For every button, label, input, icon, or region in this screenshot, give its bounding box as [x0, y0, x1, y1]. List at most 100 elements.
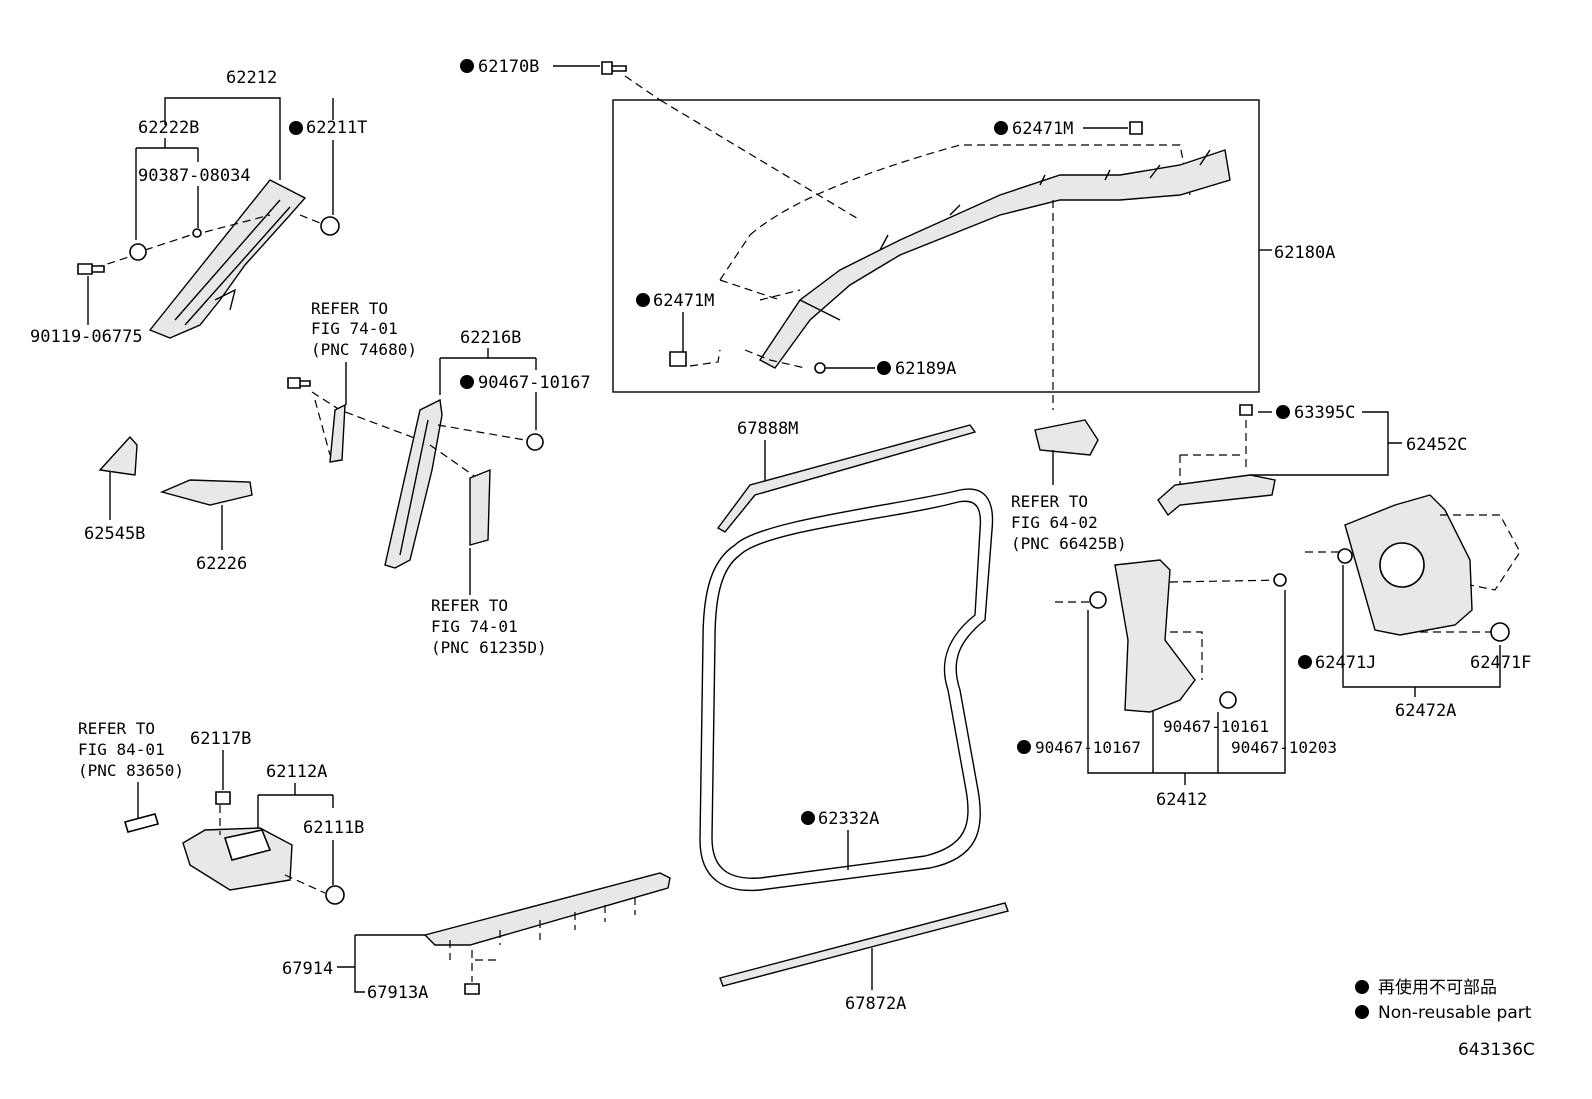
group-62332A: 62332A: [699, 488, 994, 892]
label-67872A: 67872A: [845, 994, 906, 1014]
clip-icon: [669, 351, 687, 367]
label-90467-10161: 90467-10161: [1163, 717, 1269, 736]
group-62212: 62212 62222B 62211T 90387-08034 90119-06…: [30, 68, 367, 347]
label-62222B: 62222B: [138, 118, 199, 138]
non-reusable-dot-icon: [1355, 980, 1369, 994]
ref-74680-line2: FIG 74-01: [311, 319, 398, 338]
clip-icon: [464, 983, 480, 995]
clip-icon: [526, 433, 544, 451]
ref-61235D-line3: (PNC 61235D): [431, 638, 547, 657]
ref-61235D-line1: REFER TO: [431, 596, 508, 615]
label-67913A: 67913A: [367, 983, 428, 1003]
curtain-airbag: [758, 149, 1231, 369]
bolt-icon: [601, 61, 627, 75]
label-90119-06775: 90119-06775: [30, 327, 143, 347]
roof-weatherstrip: [716, 424, 977, 533]
speaker-grille: [1379, 542, 1425, 588]
label-62180A: 62180A: [1274, 243, 1335, 263]
label-90467-10167-b: 90467-10167: [1035, 738, 1141, 757]
legend: 再使用不可部品 Non-reusable part 643136C: [1355, 977, 1535, 1060]
ref-61235D-line2: FIG 74-01: [431, 617, 518, 636]
bracket: [329, 403, 346, 463]
cowl-panel: [223, 829, 272, 861]
bracket: [469, 468, 491, 546]
ref-83650-line3: (PNC 83650): [78, 761, 184, 780]
non-reusable-dot-icon: [801, 811, 815, 825]
label-62170B: 62170B: [478, 57, 539, 77]
label-62452C: 62452C: [1406, 435, 1467, 455]
clip-icon: [1239, 404, 1253, 416]
clip-icon: [814, 362, 826, 374]
non-reusable-dot-icon: [1276, 405, 1290, 419]
clip-icon: [1273, 573, 1287, 587]
label-63395C: 63395C: [1294, 403, 1355, 423]
label-67914: 67914: [282, 959, 333, 979]
non-reusable-dot-icon: [1298, 655, 1312, 669]
label-62212: 62212: [226, 68, 277, 88]
label-62412: 62412: [1156, 790, 1207, 810]
door-sill-weatherstrip-67872A: [719, 902, 1009, 987]
trim-62452C: [1157, 474, 1276, 517]
label-62226: 62226: [196, 554, 247, 574]
group-67914: 67914 67913A: [282, 872, 671, 1003]
clip-icon: [320, 216, 340, 236]
clip-icon: [1129, 121, 1143, 135]
legend-text-en: Non-reusable part: [1378, 1003, 1532, 1023]
label-90467-10167-a: 90467-10167: [478, 373, 591, 393]
label-62471M-top: 62471M: [1012, 119, 1073, 139]
group-67888M: 67888M: [716, 419, 977, 533]
non-reusable-dot-icon: [994, 121, 1008, 135]
label-90467-10203: 90467-10203: [1231, 738, 1337, 757]
group-67872A: 67872A: [719, 902, 1009, 1014]
pin-icon: [123, 813, 160, 833]
clip-icon: [1337, 548, 1353, 564]
label-62332A: 62332A: [818, 809, 879, 829]
non-reusable-dot-icon: [289, 121, 303, 135]
label-62471F: 62471F: [1470, 653, 1531, 673]
group-62112A: REFER TO FIG 84-01 (PNC 83650) 62117B 62…: [78, 719, 364, 905]
group-62412: 90467-10161 90467-10167 90467-10203 6241…: [1017, 559, 1337, 810]
label-62189A: 62189A: [895, 359, 956, 379]
label-62117B: 62117B: [190, 729, 251, 749]
group-62180A: 62471M 62180A 62471M 62189A: [612, 99, 1335, 410]
label-62112A: 62112A: [266, 762, 327, 782]
clip-icon: [325, 885, 345, 905]
clip-icon: [1219, 691, 1237, 709]
bolt-icon: [77, 263, 105, 275]
ref-66425B-line3: (PNC 66425B): [1011, 534, 1127, 553]
clip-icon: [1490, 622, 1510, 642]
c-pillar-trim-62412: [1114, 559, 1196, 713]
ref-74680-line1: REFER TO: [311, 299, 388, 318]
group-ref-66425B: REFER TO FIG 64-02 (PNC 66425B): [1011, 419, 1127, 553]
non-reusable-dot-icon: [877, 361, 891, 375]
label-62216B: 62216B: [460, 328, 521, 348]
clip-icon: [1089, 591, 1107, 609]
ref-83650-line2: FIG 84-01: [78, 740, 165, 759]
group-62452C: 63395C 62452C: [1157, 403, 1467, 517]
group-62545B-62226: 62545B 62226: [84, 435, 253, 574]
scuff-plate-67914: [423, 872, 671, 946]
label-67888M: 67888M: [737, 419, 798, 439]
group-62472A: 62471J 62471F 62472A: [1298, 494, 1531, 721]
label-62472A: 62472A: [1395, 701, 1456, 721]
label-62545B: 62545B: [84, 524, 145, 544]
door-weatherstrip-outer: [699, 488, 994, 892]
non-reusable-dot-icon: [1017, 740, 1031, 754]
label-62471J: 62471J: [1315, 653, 1376, 673]
figure-code: 643136C: [1458, 1040, 1535, 1060]
label-62471M-left: 62471M: [653, 291, 714, 311]
clip-icon: [192, 228, 202, 238]
nut-icon: [215, 791, 231, 805]
airbag-assembly-frame: [612, 99, 1260, 393]
bracket-62545B: [98, 435, 138, 476]
ref-66425B-line2: FIG 64-02: [1011, 513, 1098, 532]
non-reusable-dot-icon: [636, 293, 650, 307]
ref-66425B-line1: REFER TO: [1011, 492, 1088, 511]
bolt-icon: [287, 377, 311, 389]
label-90387-08034: 90387-08034: [138, 166, 251, 186]
group-62216B: REFER TO FIG 74-01 (PNC 74680) 62216B 90…: [287, 299, 591, 657]
non-reusable-dot-icon: [460, 375, 474, 389]
b-pillar-garnish: [384, 398, 443, 569]
bracket: [1034, 419, 1099, 456]
